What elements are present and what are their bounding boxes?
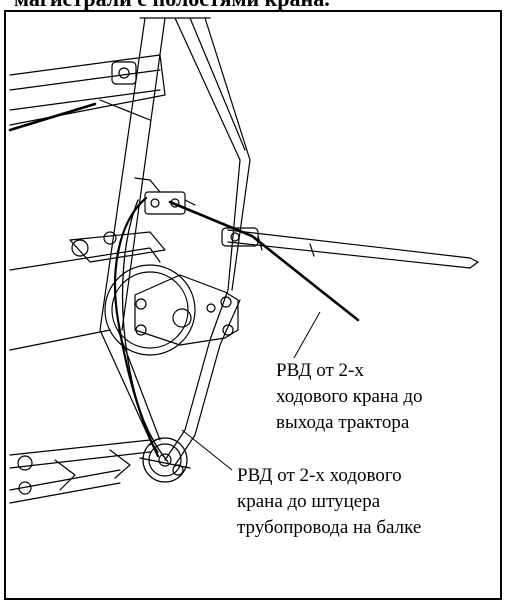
- right-linkage-rod: [221, 227, 479, 269]
- lower-linkage: [9, 439, 159, 504]
- callout-1-line-3: выхода трактора: [276, 412, 410, 433]
- upper-left-beam: [9, 54, 166, 126]
- hose-to-left-beam: [8, 102, 97, 132]
- callout-tractor-outlet-hose: РВД от 2-х ходового крана до выхода трак…: [276, 358, 423, 436]
- callout-2-line-1: РВД от 2-х ходового: [237, 465, 402, 486]
- valve-unit: [134, 177, 196, 215]
- callout-1-line-2: ходового крана до: [276, 386, 423, 407]
- central-hub: [104, 264, 239, 356]
- lower-pulley: [139, 437, 191, 483]
- callout-2-line-3: трубопровода на балке: [237, 517, 422, 538]
- hose-to-beam-fitting: [113, 196, 160, 458]
- figure-caption: магистрали с полостями крана.: [14, 0, 330, 10]
- hose-loop-lower: [121, 199, 169, 463]
- callout-beam-fitting-hose: РВД от 2-х ходового крана до штуцера тру…: [237, 463, 422, 541]
- callout-1-line-1: РВД от 2-х: [276, 360, 364, 381]
- hose-to-tractor-outlet: [168, 200, 360, 322]
- callout-2-line-2: крана до штуцера: [237, 491, 381, 512]
- leader-line-1: [289, 311, 321, 366]
- leader-line-2: [181, 429, 233, 471]
- mast-frame: [99, 17, 251, 466]
